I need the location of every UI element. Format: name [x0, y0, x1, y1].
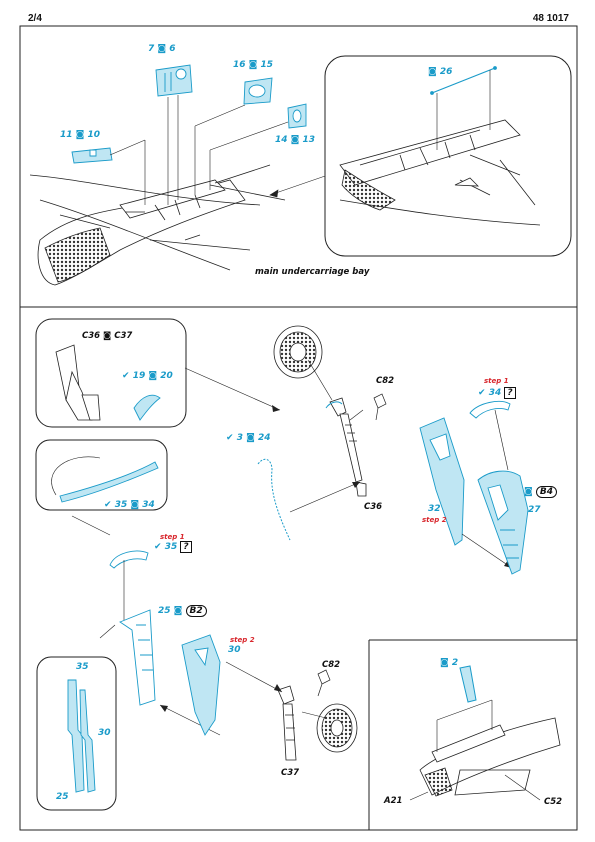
part-11-etch: [71, 147, 113, 164]
part-32-etch: [419, 417, 465, 546]
label-a21: A21: [384, 796, 403, 806]
part-16-etch: [243, 77, 273, 105]
detail-box-35-34: [35, 439, 168, 511]
bottom-frame: [19, 306, 578, 831]
part-label-14-13: 14 ◙ 13: [275, 135, 316, 145]
part-label-27: 27: [528, 505, 541, 515]
part-label-b4: ◙ B4: [524, 486, 557, 498]
part-24-cable: [257, 458, 291, 541]
leg-lower: [277, 685, 297, 761]
leg-upper: [329, 397, 367, 497]
leg-detail-drawing: [55, 344, 101, 421]
part-35-step1: [109, 550, 149, 569]
part-27-assembly: [477, 470, 529, 575]
part-14-etch: [287, 103, 307, 129]
wheel-lower: [316, 703, 358, 753]
part-label-26: ◙ 26: [428, 67, 453, 77]
part-label-2: ◙ 2: [440, 658, 459, 668]
part-label-35-34: ✔ 35 ◙ 34: [104, 500, 155, 510]
part-label-16-15: 16 ◙ 15: [233, 60, 274, 70]
part-label-11-10: 11 ◙ 10: [60, 130, 101, 140]
layer-stack: [67, 679, 96, 793]
part-label-34: ✔ 34 ?: [478, 387, 516, 399]
step1-label-35: step 1: [160, 533, 185, 541]
top-leader-lines: [109, 95, 329, 205]
bay-detail-drawing: [339, 119, 541, 226]
layer-label-25: 25: [56, 792, 69, 802]
label-c52: C52: [544, 797, 563, 807]
label-c36: C36: [364, 502, 383, 512]
part-label-30: 30: [228, 645, 241, 655]
part-26-strip: [430, 66, 497, 95]
label-c82-lower: C82: [322, 660, 341, 670]
label-c82-upper: C82: [376, 376, 395, 386]
part-label-25-b2: 25 ◙ B2: [158, 605, 207, 617]
part-label-3-24: ✔ 3 ◙ 24: [226, 433, 271, 443]
part-label-19-20: ✔ 19 ◙ 20: [122, 371, 173, 381]
bay-caption: main undercarriage bay: [255, 267, 370, 277]
label-c36-c37: C36 ◙ C37: [82, 331, 133, 341]
step2-label-30: step 2: [230, 636, 255, 644]
part-30-etch: [181, 634, 221, 736]
layer-label-30: 30: [98, 728, 111, 738]
part-label-7-6: 7 ◙ 6: [148, 44, 176, 54]
step1-label-34: step 1: [484, 377, 509, 385]
part-7-etch: [155, 64, 193, 97]
c82-arm-upper: [373, 393, 387, 421]
page-number: 2/4: [28, 13, 42, 24]
part-35-etch: [59, 461, 159, 503]
part-label-35-step: ✔ 35 ?: [154, 541, 192, 553]
undercarriage-bay-drawing: [29, 164, 286, 286]
part-19-etch: [133, 394, 161, 421]
step2-label-32: step 2: [422, 516, 447, 524]
layer-label-35: 35: [76, 662, 89, 672]
part-25-etch: [119, 609, 156, 706]
part-label-32: 32: [428, 504, 441, 514]
part-34-step1: [469, 401, 511, 419]
fuselage-detail-drawing: [419, 717, 561, 797]
part-2-strip: [459, 665, 477, 703]
c82-arm-lower: [317, 669, 331, 697]
label-c37: C37: [281, 768, 300, 778]
wheel-upper: [273, 325, 323, 379]
product-code: 48 1017: [532, 13, 569, 24]
